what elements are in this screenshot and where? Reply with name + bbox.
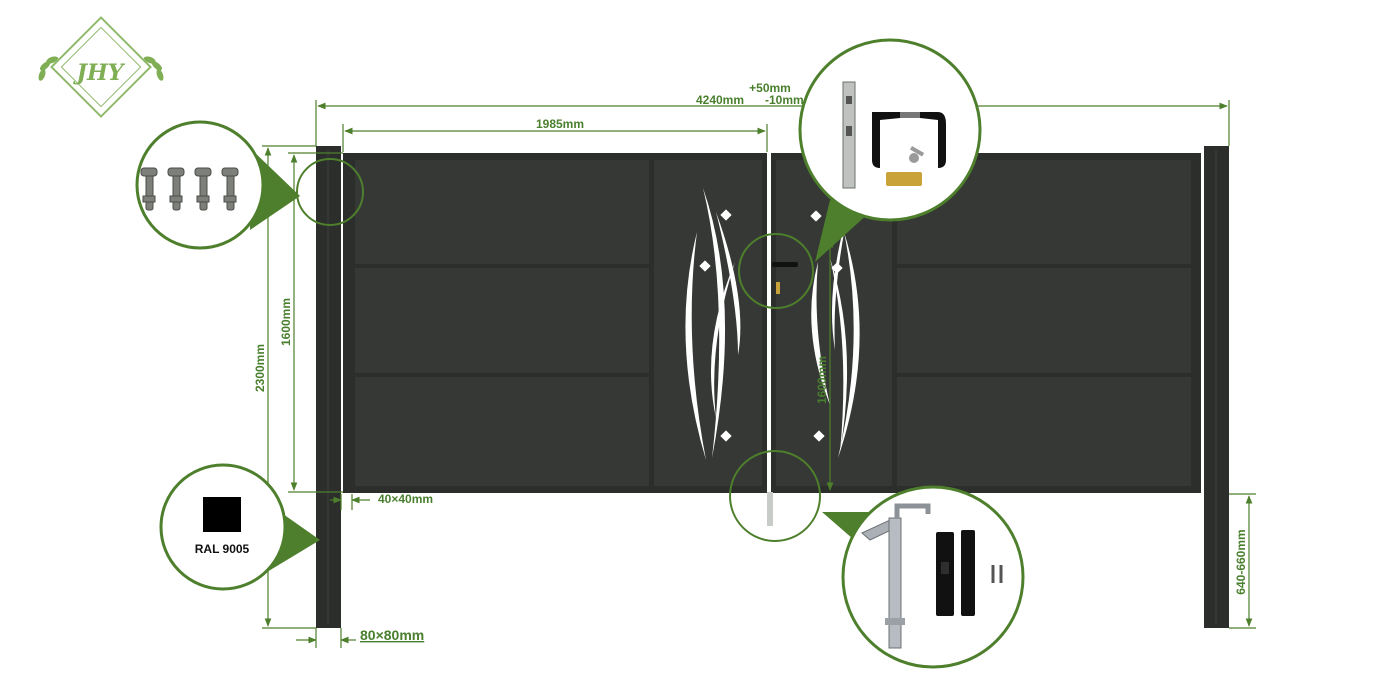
hinge-bolts-icon xyxy=(140,167,239,211)
decorative-cutout-pattern xyxy=(685,188,860,460)
tolerance-plus-label: +50mm xyxy=(749,81,791,95)
left-gate-leaf xyxy=(343,153,767,493)
center-height-label: 1600mm xyxy=(815,356,829,404)
frame-profile-label: 40×40mm xyxy=(378,492,433,506)
post-size-label: 80×80mm xyxy=(360,627,424,643)
total-width-label: 4240mm xyxy=(696,93,744,107)
gate-height-label: 1600mm xyxy=(279,298,293,346)
ground-bolt-icon xyxy=(767,492,773,526)
leaf-width-label: 1985mm xyxy=(536,117,584,131)
drop-bolt-callout xyxy=(729,450,1025,669)
post-underground-label: 640-660mm xyxy=(1234,529,1248,594)
color-callout: RAL 9005 xyxy=(159,463,320,591)
logo-text: JHY xyxy=(73,60,126,86)
total-height-label: 2300mm xyxy=(253,344,267,392)
tolerance-minus-label: -10mm xyxy=(765,93,804,107)
color-swatch xyxy=(203,497,241,532)
hinges-callout xyxy=(135,120,364,250)
ral-label: RAL 9005 xyxy=(195,542,250,556)
lock-handle-icon xyxy=(842,81,946,189)
company-logo: JHY xyxy=(38,16,164,118)
lock-callout xyxy=(738,38,982,309)
drop-bolt-icon xyxy=(861,503,1003,649)
gate-handle-icon xyxy=(772,262,798,267)
keyhole-icon xyxy=(776,282,780,294)
